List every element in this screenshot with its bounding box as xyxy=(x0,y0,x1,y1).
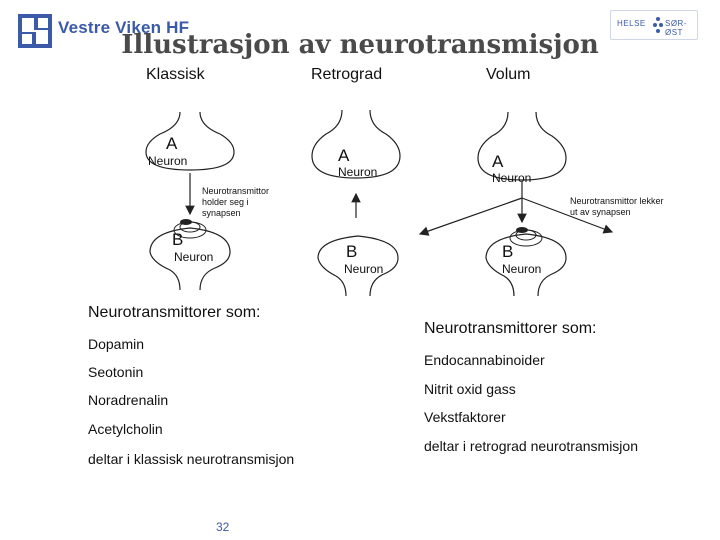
retro-neuron-b-label: Neuron xyxy=(344,262,384,276)
classic-note-line-3: synapsen xyxy=(202,208,241,218)
retro-neuron-a-shape xyxy=(311,109,401,179)
vestre-viken-logo-mark-icon xyxy=(18,14,52,48)
volume-neuron-b-letter: B xyxy=(502,242,514,261)
right-list-item-nitrit-oxid-gass: Nitrit oxid gass xyxy=(424,381,516,397)
volume-arrow-left xyxy=(418,197,523,236)
volume-note: Neurotransmittor lekker ut av synapsen xyxy=(570,196,664,218)
classic-neuron-a-shape xyxy=(145,111,235,171)
volume-neuron-a-label: Neuron xyxy=(492,171,532,185)
column-label-retro: Retrograd xyxy=(311,66,383,83)
classic-neuron-b-letter: B xyxy=(172,230,184,249)
column-label-classic: Klassisk xyxy=(146,66,205,83)
slide-title: Illustrasjon av neurotransmisjon xyxy=(121,30,599,60)
volume-transmitter-blob xyxy=(516,227,528,233)
partner-logo-right-text: SØR-ØST xyxy=(665,19,687,37)
volume-arrow-right xyxy=(521,197,614,234)
left-list-item-noradrenalin: Noradrenalin xyxy=(88,392,169,408)
retro-neuron-b-letter: B xyxy=(346,242,358,261)
classic-note-line-1: Neurotransmittor xyxy=(202,186,270,196)
left-list-item-seotonin: Seotonin xyxy=(88,364,144,380)
volume-receptor-outer xyxy=(509,229,543,247)
left-list-item-dopamin: Dopamin xyxy=(88,336,145,352)
partner-logo-left-text: HELSE xyxy=(617,19,646,28)
volume-neuron-a-letter: A xyxy=(492,152,504,171)
org-name: Vestre Viken HF xyxy=(58,18,190,37)
volume-note-line-1: Neurotransmittor lekker xyxy=(570,196,664,206)
retro-neuron-a-label: Neuron xyxy=(338,165,378,179)
right-list-item-vekstfaktorer: Vekstfaktorer xyxy=(424,409,506,425)
right-list-footer: deltar i retrograd neurotransmisjon xyxy=(424,438,638,454)
classic-neuron-b-label: Neuron xyxy=(174,250,214,264)
helse-sor-ost-logo: HELSE SØR-ØST xyxy=(610,10,698,40)
volume-note-line-2: ut av synapsen xyxy=(570,207,631,217)
column-label-volume: Volum xyxy=(486,66,531,83)
volume-neuron-b-left xyxy=(485,257,515,297)
classic-neuron-a-label: Neuron xyxy=(148,154,188,168)
volume-neuron-b-shape xyxy=(485,233,567,297)
classic-note: Neurotransmittor holder seg i synapsen xyxy=(202,186,269,219)
classic-neuron-b-shape xyxy=(149,227,231,291)
classic-note-line-2: holder seg i xyxy=(202,197,249,207)
classic-transmitter-blob xyxy=(180,219,192,225)
page-number: 32 xyxy=(216,520,230,534)
classic-neuron-a-letter: A xyxy=(166,134,178,153)
retro-neuron-a-letter: A xyxy=(338,146,350,165)
retro-neuron-b-left xyxy=(317,257,347,297)
left-list-item-acetylcholin: Acetylcholin xyxy=(88,421,163,437)
helse-dots-icon xyxy=(653,17,663,33)
vestre-viken-logo: Vestre Viken HF xyxy=(18,14,218,48)
left-list-footer: deltar i klassisk neurotransmisjon xyxy=(88,451,295,467)
right-list-item-endocannabinoider: Endocannabinoider xyxy=(424,352,545,368)
right-list-heading: Neurotransmittorer som: xyxy=(424,320,597,337)
retro-neuron-b-shape xyxy=(317,235,399,297)
classic-neuron-b-left xyxy=(149,251,181,291)
volume-neuron-a-shape xyxy=(477,111,567,181)
left-list-heading: Neurotransmittorer som: xyxy=(88,304,261,321)
volume-neuron-b-label: Neuron xyxy=(502,262,542,276)
